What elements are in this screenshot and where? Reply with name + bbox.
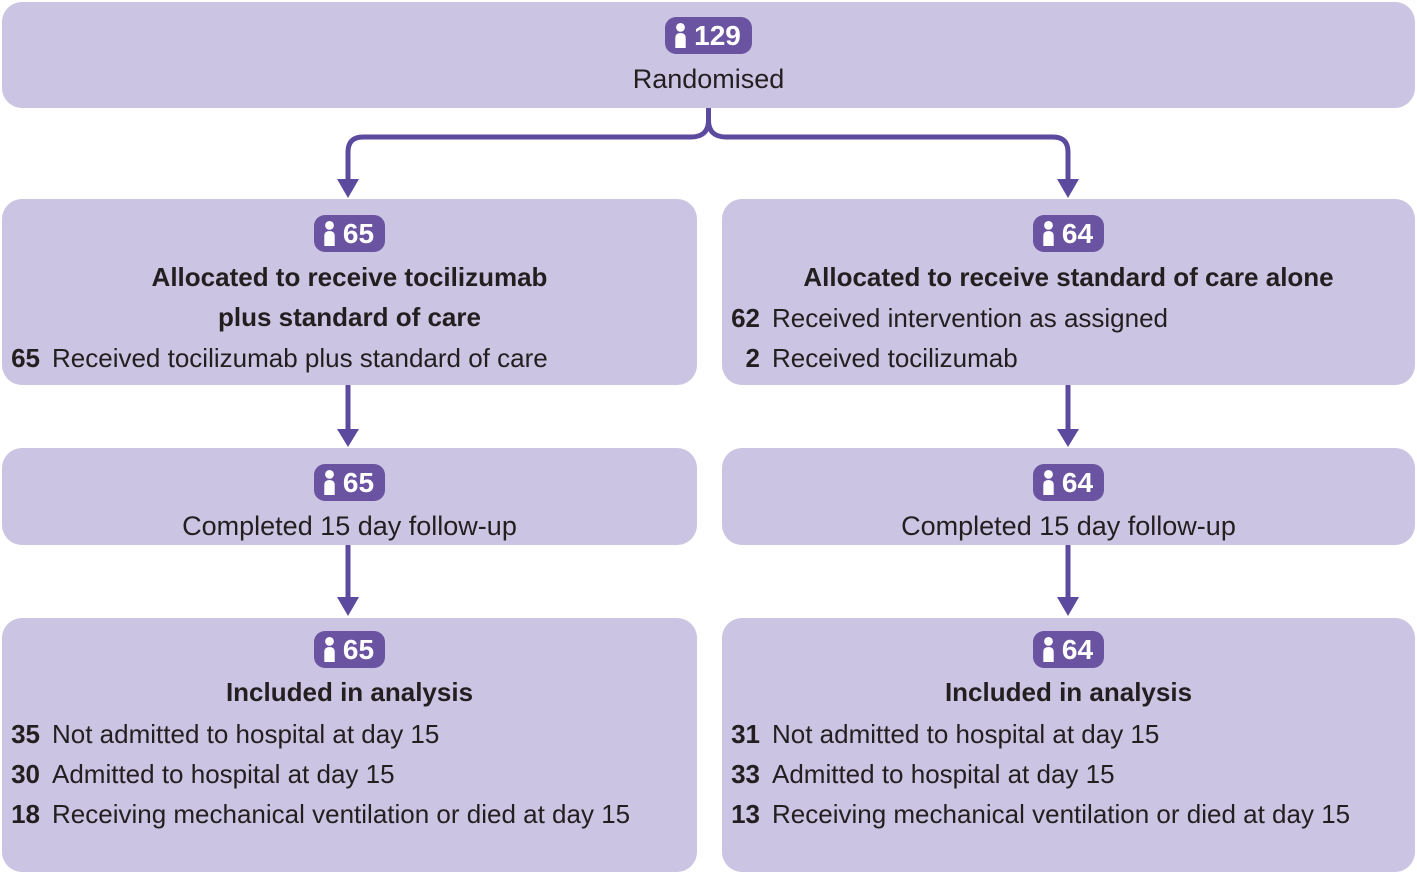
branch-left-connector: [345, 106, 711, 180]
row-text: Admitted to hospital at day 15: [52, 759, 395, 789]
data-row: 30 Admitted to hospital at day 15: [2, 754, 697, 794]
box-label: Randomised: [632, 64, 785, 94]
row-count: 18: [11, 799, 40, 829]
row-count: 30: [11, 759, 40, 789]
box-rows: 65 Received tocilizumab plus standard of…: [2, 338, 697, 378]
row-text: Received intervention as assigned: [772, 303, 1169, 333]
data-row: 62 Received intervention as assigned: [722, 298, 1415, 338]
box-label: Completed 15 day follow-up: [901, 511, 1236, 541]
count-badge: 64: [1032, 464, 1105, 501]
count-badge: 65: [313, 631, 386, 668]
arrowhead-down-icon: [1057, 429, 1079, 447]
box-allocated-standard-care: 64 Allocated to receive standard of care…: [722, 199, 1415, 385]
box-title-line: Allocated to receive tocilizumab: [151, 262, 548, 292]
box-analysis-standard-care: 64 Included in analysis 31 Not admitted …: [722, 618, 1415, 872]
data-row: 2 Received tocilizumab: [722, 338, 1415, 378]
data-row: 33 Admitted to hospital at day 15: [722, 754, 1415, 794]
box-followup-standard-care: 64 Completed 15 day follow-up: [722, 448, 1415, 545]
box-rows: 31 Not admitted to hospital at day 15 33…: [722, 714, 1415, 834]
row-count: 31: [731, 719, 760, 749]
count-value: 65: [342, 218, 375, 249]
person-icon: [324, 470, 335, 495]
count-badge: 64: [1032, 215, 1105, 252]
box-rows: 62 Received intervention as assigned 2 R…: [722, 298, 1415, 378]
arrowhead-down-icon: [337, 429, 359, 447]
count-badge: 64: [1032, 631, 1105, 668]
data-row: 31 Not admitted to hospital at day 15: [722, 714, 1415, 754]
data-row: 18 Receiving mechanical ventilation or d…: [2, 794, 697, 834]
box-followup-tocilizumab: 65 Completed 15 day follow-up: [2, 448, 697, 545]
count-value: 129: [694, 20, 741, 51]
person-icon: [1043, 637, 1054, 662]
row-count: 62: [731, 303, 760, 333]
box-title: Included in analysis: [225, 677, 474, 707]
box-title: Included in analysis: [944, 677, 1193, 707]
count-value: 64: [1061, 218, 1094, 249]
arrowhead-down-icon: [1057, 597, 1079, 616]
row-text: Not admitted to hospital at day 15: [52, 719, 440, 749]
count-value: 64: [1061, 467, 1094, 498]
box-allocated-tocilizumab: 65 Allocated to receive tocilizumab plus…: [2, 199, 697, 385]
person-icon: [324, 637, 335, 662]
row-count: 65: [11, 343, 40, 373]
row-count: 33: [731, 759, 760, 789]
row-text: Received tocilizumab: [772, 343, 1018, 373]
row-text: Receiving mechanical ventilation or died…: [772, 799, 1351, 829]
box-title: Allocated to receive standard of care al…: [803, 262, 1334, 292]
box-rows: 35 Not admitted to hospital at day 15 30…: [2, 714, 697, 834]
row-text: Receiving mechanical ventilation or died…: [52, 799, 631, 829]
row-text: Received tocilizumab plus standard of ca…: [52, 343, 548, 373]
row-count: 13: [731, 799, 760, 829]
row-count: 35: [11, 719, 40, 749]
count-value: 65: [342, 467, 375, 498]
arrowhead-down-icon: [1057, 179, 1079, 198]
row-count: 2: [745, 343, 760, 373]
count-value: 64: [1061, 634, 1094, 665]
person-icon: [675, 23, 686, 48]
person-icon: [324, 221, 335, 246]
box-title-line: plus standard of care: [218, 302, 481, 332]
data-row: 65 Received tocilizumab plus standard of…: [2, 338, 697, 378]
data-row: 35 Not admitted to hospital at day 15: [2, 714, 697, 754]
count-value: 65: [342, 634, 375, 665]
box-analysis-tocilizumab: 65 Included in analysis 35 Not admitted …: [2, 618, 697, 872]
arrowhead-down-icon: [337, 179, 359, 198]
row-text: Admitted to hospital at day 15: [772, 759, 1115, 789]
count-badge: 129: [665, 17, 752, 54]
person-icon: [1043, 470, 1054, 495]
row-text: Not admitted to hospital at day 15: [772, 719, 1160, 749]
box-title: Allocated to receive tocilizumab plus st…: [2, 257, 697, 337]
count-badge: 65: [313, 215, 386, 252]
count-badge: 65: [313, 464, 386, 501]
box-label: Completed 15 day follow-up: [182, 511, 517, 541]
box-randomised: 129 Randomised: [2, 2, 1415, 108]
arrowhead-down-icon: [337, 597, 359, 616]
person-icon: [1043, 221, 1054, 246]
branch-right-connector: [706, 106, 1071, 180]
data-row: 13 Receiving mechanical ventilation or d…: [722, 794, 1415, 834]
